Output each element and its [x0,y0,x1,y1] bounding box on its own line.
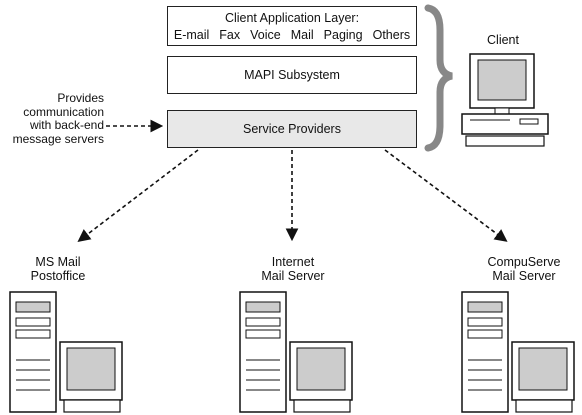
compuserve-mail-label: CompuServe Mail Server [474,255,574,283]
client-application-layer-box: Client Application Layer: E-mail Fax Voi… [167,6,417,46]
app-fax: Fax [219,28,241,42]
compuserve-server-icon [461,291,575,413]
internet-server-icon [239,291,353,413]
service-providers-box: Service Providers [167,110,417,148]
mapi-subsystem-box: MAPI Subsystem [167,56,417,94]
arrow-to-compuserve [384,149,508,242]
app-mail: Mail [290,28,314,42]
internet-line-2: Mail Server [261,269,325,283]
compuserve-line-2: Mail Server [492,269,556,283]
internet-mail-label: Internet Mail Server [248,255,338,283]
internet-line-1: Internet [271,255,315,269]
app-email: E-mail [173,28,210,42]
provides-line-4: message servers [12,131,104,146]
app-voice: Voice [250,28,281,42]
provides-note: Provides communication with back-end mes… [0,91,104,146]
ms-mail-server-icon [9,291,123,413]
ms-mail-line-1: MS Mail [35,255,81,269]
client-label: Client [487,33,519,47]
provides-line-1: Provides [57,91,104,105]
mapi-label: MAPI Subsystem [244,68,340,82]
client-brace [424,4,453,152]
service-providers-label: Service Providers [243,122,341,136]
ms-mail-label: MS Mail Postoffice [18,255,98,283]
arrow-to-ms-mail [77,149,199,242]
compuserve-line-1: CompuServe [487,255,561,269]
client-layer-title: Client Application Layer: [224,11,360,25]
client-computer-icon [461,53,549,147]
client-app-list: E-mail Fax Voice Mail Paging Others [168,28,416,43]
app-others: Others [372,28,411,42]
ms-mail-line-2: Postoffice [30,269,86,283]
provides-line-3: with back-end [29,118,104,132]
provides-line-2: communication [23,104,104,119]
app-paging: Paging [323,28,363,42]
